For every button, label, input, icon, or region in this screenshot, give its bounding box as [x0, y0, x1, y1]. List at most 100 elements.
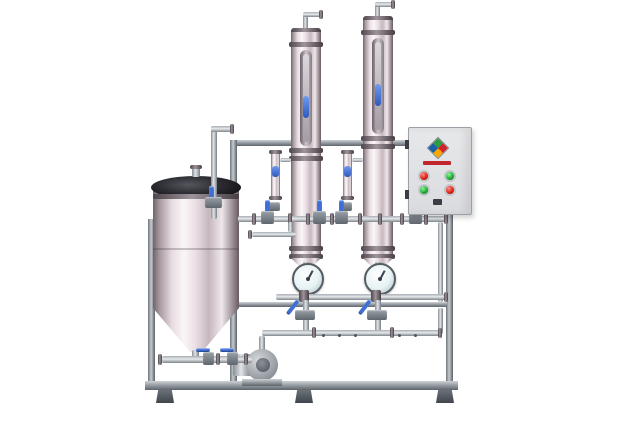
flow-tube-a-stub	[280, 158, 291, 162]
column-b-clamp	[361, 246, 395, 251]
skid-foot	[156, 390, 174, 403]
panel-hinge	[405, 140, 409, 149]
column-b-head-clamp	[363, 16, 393, 23]
column-b-clamp	[361, 136, 395, 141]
column-b-clamp	[361, 144, 395, 149]
column-a-clamp	[289, 42, 323, 47]
feed-riser-elbow	[211, 126, 231, 132]
manifold-flange	[330, 213, 334, 225]
suction-valve-lever	[196, 348, 210, 352]
permeate-header-pipe	[276, 294, 446, 300]
suction-end-cap	[158, 354, 162, 365]
drain-header-pipe	[262, 330, 440, 336]
skid-bottom-rail	[145, 381, 458, 390]
gauge-hub	[306, 277, 310, 281]
panel-switch	[433, 199, 442, 205]
permeate-header-cap	[444, 292, 448, 302]
suction-flange	[244, 353, 248, 365]
tank-top-port	[192, 168, 200, 177]
riser-valve-handle	[209, 186, 214, 199]
column-a-top-pipe	[303, 12, 308, 31]
butterfly-valve-body-b	[367, 310, 387, 320]
manifold-flange	[288, 213, 292, 225]
flow-tube-a-clamp	[269, 150, 282, 154]
skid-top-rail	[230, 140, 452, 146]
riser-valve-body	[205, 197, 222, 208]
column-a-top-elbow	[303, 12, 320, 17]
column-a-level-float	[303, 96, 309, 118]
skid-foot	[295, 390, 313, 403]
skid-mid-rail	[237, 302, 447, 307]
pipe-bolt	[398, 334, 401, 337]
column-a-clamp	[289, 254, 323, 259]
pump-discharge-pipe	[259, 336, 265, 354]
storage-tank-lid	[151, 176, 241, 199]
feed-riser-cap	[230, 124, 234, 134]
butterfly-valve-body-a	[295, 310, 315, 320]
manifold-flange	[358, 213, 362, 225]
suction-valve-body	[203, 352, 214, 365]
manifold-flange	[306, 213, 310, 225]
tank-outlet-pipe	[192, 350, 199, 360]
feed-riser-pipe	[211, 126, 217, 219]
flow-tube-a-float	[272, 166, 279, 177]
manifold-flange	[424, 213, 428, 225]
column-a-clamp	[289, 156, 323, 161]
flow-tube-a-clamp	[269, 196, 282, 200]
pump-base	[242, 379, 282, 386]
indicator-light	[446, 172, 454, 180]
tank-weld-seam	[153, 248, 239, 250]
manifold-valve-handle	[265, 200, 270, 215]
header-tee-a	[299, 290, 309, 302]
manifold-end-cap	[444, 213, 448, 224]
right-drop-pipe-lower	[438, 308, 443, 334]
drain-flange	[390, 327, 394, 338]
manifold-valve-handle	[317, 200, 322, 215]
column-b-clamp	[361, 30, 395, 35]
suction-valve-body	[227, 352, 238, 365]
flow-tube-a-valve	[267, 202, 280, 211]
manifold-flange	[252, 213, 256, 225]
pipe-bolt	[338, 334, 341, 337]
column-a-head-clamp	[291, 28, 321, 35]
indicator-light	[420, 172, 428, 180]
skid-right-post	[446, 140, 453, 383]
manifold-valve-handle	[339, 200, 344, 215]
flow-tube-b-clamp	[341, 150, 354, 154]
storage-tank-body	[153, 190, 239, 308]
suction-flange	[216, 353, 220, 365]
column-a-clamp	[289, 246, 323, 251]
pipe-bolt	[322, 334, 325, 337]
right-drop-pipe	[438, 222, 443, 302]
pipe-bolt	[354, 334, 357, 337]
pressure-gauge-a	[292, 263, 324, 295]
drain-flange	[312, 327, 316, 338]
flow-tube-b-float	[344, 166, 351, 177]
manifold-flange	[400, 213, 404, 225]
flow-tube-b-valve	[339, 202, 352, 211]
panel-hinge	[405, 190, 409, 199]
flow-tube-b-clamp	[341, 196, 354, 200]
manifold-valve-body	[261, 211, 274, 224]
flow-tube-b-stub	[352, 158, 363, 162]
branch-pipe	[252, 232, 296, 237]
column-b-top-elbow	[375, 2, 392, 7]
manifold-valve-body	[313, 211, 326, 224]
indicator-light	[446, 186, 454, 194]
column-b-level-float	[375, 84, 381, 106]
manifold-flange	[378, 213, 382, 225]
column-b-top-pipe	[375, 2, 380, 21]
brand-text	[423, 161, 451, 165]
storage-tank-cone	[153, 308, 239, 352]
tank-top-port-cap	[190, 165, 202, 169]
manifold-valve-body	[335, 211, 348, 224]
branch-pipe-link	[288, 222, 293, 232]
header-tee-b	[371, 290, 381, 302]
pipe-bolt	[414, 334, 417, 337]
indicator-light	[420, 186, 428, 194]
column-a-clamp	[289, 148, 323, 153]
suction-valve-lever	[220, 348, 234, 352]
pump-front-cap	[256, 358, 270, 372]
drain-header-cap	[438, 328, 442, 338]
